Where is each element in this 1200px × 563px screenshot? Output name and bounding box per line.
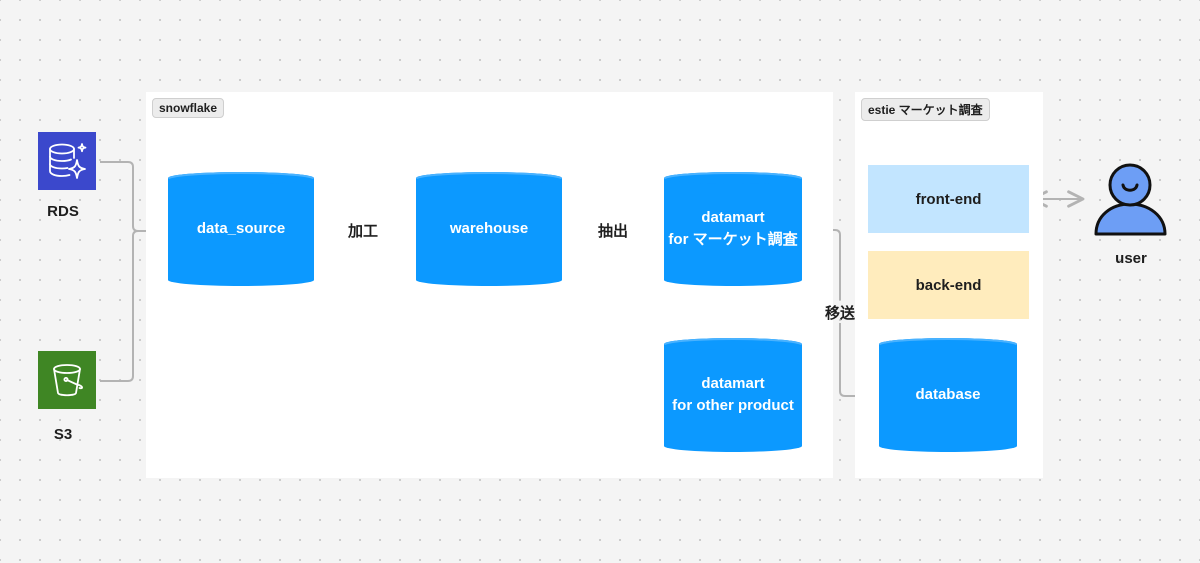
s3-tile[interactable] [38, 351, 96, 409]
snowflake-group-label: snowflake [152, 98, 225, 118]
data-source-label: data_source [196, 220, 286, 237]
connector-transfer-to-database [839, 323, 878, 405]
datamart-market-line1: datamart [701, 209, 765, 226]
warehouse-cylinder[interactable]: warehouse [416, 172, 562, 286]
datamart-market-cylinder[interactable]: datamart for マーケット調査 [664, 172, 802, 286]
connector-datamart-to-database [804, 229, 841, 300]
connector-s3-to-datasource [100, 230, 165, 382]
rds-tile[interactable] [38, 132, 96, 190]
s3-label: S3 [53, 426, 73, 443]
user-icon [1094, 163, 1167, 236]
data-source-cylinder[interactable]: data_source [168, 172, 314, 286]
user-label: user [1115, 250, 1147, 267]
database-cylinder[interactable]: database [879, 338, 1017, 452]
bucket-icon [53, 364, 83, 397]
datamart-other-line2: for other product [672, 397, 794, 414]
back-end-box[interactable]: back-end [868, 251, 1029, 319]
edge-label-process: 加工 [348, 223, 379, 240]
database-sparkle-icon [49, 143, 87, 179]
datamart-other-line1: datamart [701, 375, 765, 392]
rds-label: RDS [47, 203, 79, 220]
user-node[interactable] [1093, 160, 1171, 240]
database-label: database [915, 386, 981, 403]
edge-label-transfer: 移送 [825, 305, 856, 322]
datamart-other-cylinder[interactable]: datamart for other product [664, 338, 802, 452]
warehouse-label: warehouse [449, 220, 529, 237]
edge-label-extract: 抽出 [598, 223, 629, 240]
datamart-market-line2: for マーケット調査 [668, 231, 798, 248]
estie-group-label: estie マーケット調査 [861, 98, 990, 121]
front-end-box[interactable]: front-end [868, 165, 1029, 233]
